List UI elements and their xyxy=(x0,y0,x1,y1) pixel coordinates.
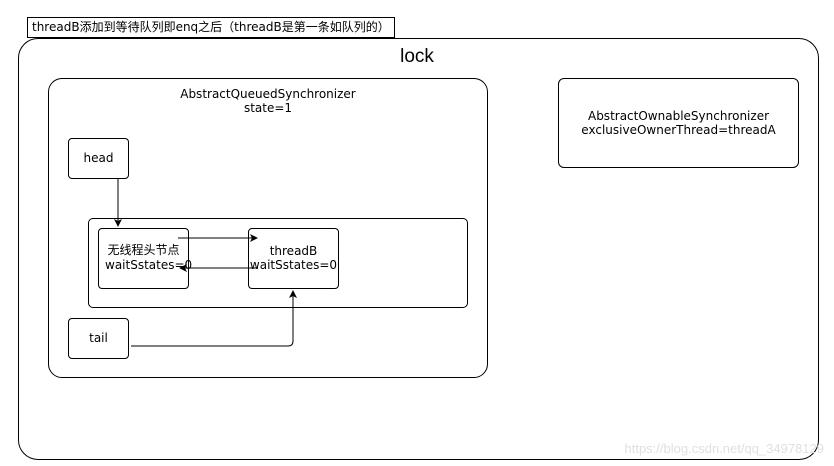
aos-name: AbstractOwnableSynchronizer xyxy=(587,109,770,123)
tail-label: tail xyxy=(89,331,108,345)
queue-node-head: 无线程头节点 waitSstates=0 xyxy=(98,228,193,289)
node-status: waitSstates=0 xyxy=(105,258,193,272)
tail-pointer-box: tail xyxy=(68,318,129,359)
head-pointer-box: head xyxy=(68,138,129,179)
node-name: 无线程头节点 xyxy=(107,243,180,257)
queue-node-threadb: threadB waitSstates=0 xyxy=(248,228,339,289)
aqs-state: state=1 xyxy=(243,101,293,115)
lock-title: lock xyxy=(400,46,434,67)
aos-container: AbstractOwnableSynchronizer exclusiveOwn… xyxy=(558,78,799,168)
aos-owner: exclusiveOwnerThread=threadA xyxy=(581,123,776,137)
aqs-name: AbstractQueuedSynchronizer xyxy=(180,87,356,101)
watermark: https://blog.csdn.net/qq_34978129 xyxy=(624,441,825,456)
diagram-caption: threadB添加到等待队列即enq之后（threadB是第一条如队列的） xyxy=(27,17,395,38)
node-status: waitSstates=0 xyxy=(249,258,338,272)
node-name: threadB xyxy=(269,244,318,258)
head-label: head xyxy=(83,151,114,165)
